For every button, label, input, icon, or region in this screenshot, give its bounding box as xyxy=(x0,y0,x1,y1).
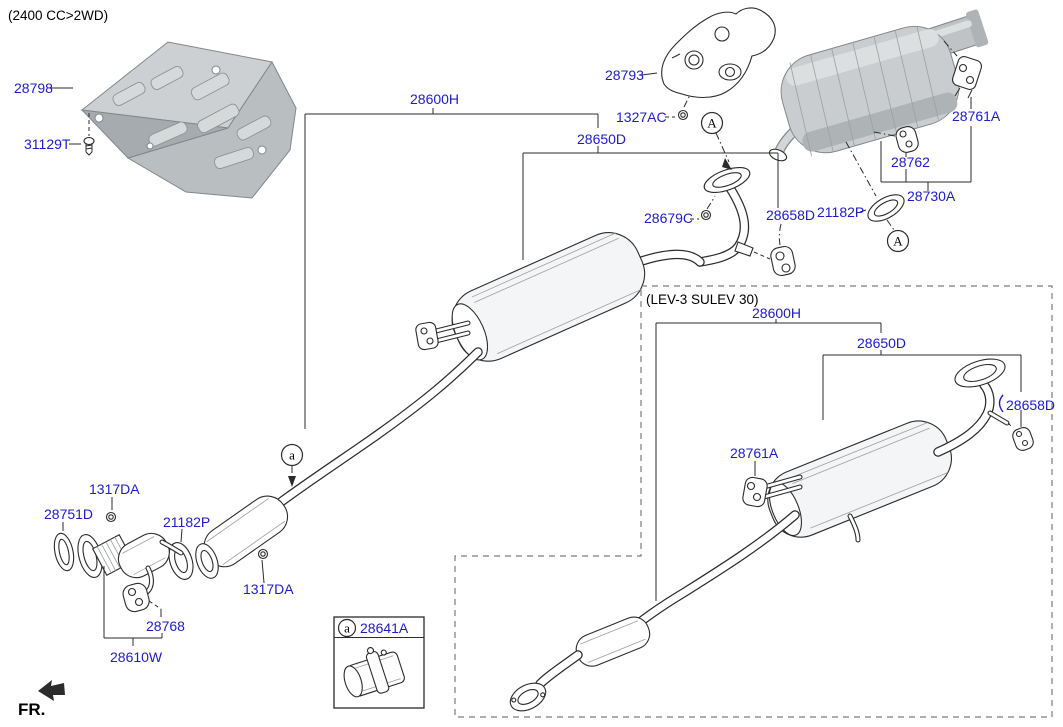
label-28679c[interactable]: 28679C xyxy=(644,210,693,226)
front-pipe-assembly-drawing xyxy=(53,497,184,646)
callout-a-pipe: a xyxy=(280,443,304,487)
label-21182p-rear[interactable]: 21182P xyxy=(817,204,864,220)
callout-A-upper-letter: A xyxy=(707,116,717,131)
label-28658d-lev[interactable]: 28658D xyxy=(1006,397,1055,413)
nut-1317da-2-drawing xyxy=(257,548,269,560)
variant-title: (2400 CC>2WD) xyxy=(8,8,108,23)
label-28730a[interactable]: 28730A xyxy=(907,188,956,204)
label-28751d[interactable]: 28751D xyxy=(44,506,93,522)
insulator-28768-drawing xyxy=(122,582,150,613)
heat-shield-drawing xyxy=(80,41,297,199)
label-28610w[interactable]: 28610W xyxy=(110,649,163,665)
label-28650d-lev[interactable]: 28650D xyxy=(857,335,906,351)
label-1317da-2[interactable]: 1317DA xyxy=(243,581,294,597)
nut-1317da-1-drawing xyxy=(105,511,117,523)
insulator-28762-drawing xyxy=(895,126,919,153)
bolt-31129t-drawing xyxy=(83,136,95,156)
callout-a-pipe-letter: a xyxy=(289,448,295,463)
label-28600h-lev[interactable]: 28600H xyxy=(752,305,801,321)
rear-muffler-assembly-drawing xyxy=(768,9,989,231)
callout-A-lower-letter: A xyxy=(893,234,903,249)
label-28650d-main[interactable]: 28650D xyxy=(577,131,626,147)
label-31129t[interactable]: 31129T xyxy=(24,136,71,152)
gasket-28751d-drawing xyxy=(53,532,75,572)
center-muffler-assembly-drawing xyxy=(168,108,796,584)
label-21182p-front[interactable]: 21182P xyxy=(163,514,210,530)
gasket-21182p-rear-drawing xyxy=(867,194,905,222)
leader-lines xyxy=(50,72,675,145)
label-28793[interactable]: 28793 xyxy=(605,67,644,83)
callout-a-legend-letter: a xyxy=(344,621,350,636)
label-28762[interactable]: 28762 xyxy=(891,154,930,170)
clamp-28641a-drawing xyxy=(343,647,405,698)
hanger-28761a-drawing xyxy=(951,56,983,99)
label-28658d-main[interactable]: 28658D xyxy=(766,207,815,223)
fr-label: FR. xyxy=(18,700,45,719)
callout-A-upper: A xyxy=(700,111,732,170)
label-28761a-rear[interactable]: 28761A xyxy=(952,108,1001,124)
label-28600h-main[interactable]: 28600H xyxy=(410,91,459,107)
nut-28679c-drawing xyxy=(700,209,712,221)
fr-direction-indicator: FR. xyxy=(18,680,65,719)
lev-sulev-section xyxy=(454,285,1053,718)
insulator-28658d-main-drawing xyxy=(770,245,796,277)
nut-1327ac-drawing xyxy=(677,109,689,121)
label-1317da-1[interactable]: 1317DA xyxy=(89,481,140,497)
lev-title: (LEV-3 SULEV 30) xyxy=(646,292,759,307)
legend-box: a xyxy=(333,616,425,709)
fr-arrow-icon xyxy=(38,680,65,701)
label-28641a[interactable]: 28641A xyxy=(360,620,409,636)
hanger-28761a-lev-drawing xyxy=(742,474,803,508)
label-1327ac[interactable]: 1327AC xyxy=(616,109,667,125)
hanger-main-muffler-drawing xyxy=(415,320,471,351)
label-28798[interactable]: 28798 xyxy=(14,80,53,96)
label-28761a-lev[interactable]: 28761A xyxy=(730,445,779,461)
label-28768[interactable]: 28768 xyxy=(146,618,185,634)
insulator-28658d-lev-drawing xyxy=(1012,427,1034,451)
support-bracket-28793-drawing xyxy=(661,7,776,121)
callout-A-lower: A xyxy=(886,229,910,253)
